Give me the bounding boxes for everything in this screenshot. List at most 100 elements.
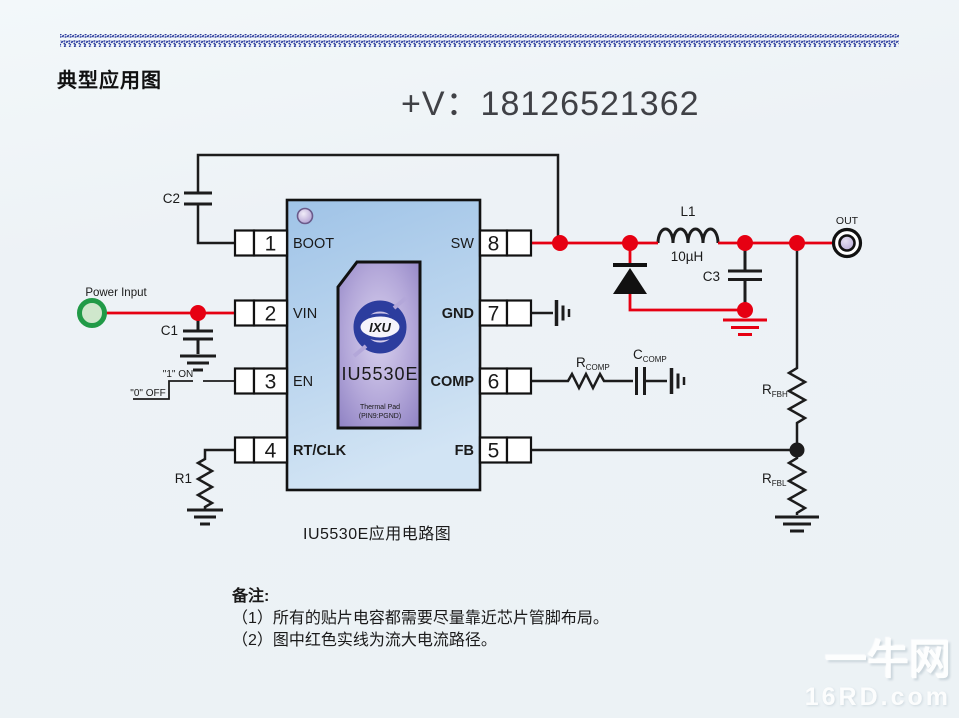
- thermal-pad-label2: (PIN9:PGND): [359, 413, 401, 420]
- brand-logo-icon: IXU: [352, 296, 408, 358]
- junction-dot: [737, 235, 753, 251]
- c3-ground-red-icon: [723, 318, 767, 336]
- logo-oval: [357, 313, 403, 341]
- pin7-outer-box: [505, 299, 533, 327]
- junction-dot: [552, 235, 568, 251]
- en-step-symbol: [133, 380, 235, 400]
- power-input-connector: Power Input: [77, 287, 147, 328]
- logo-swirl-gap: [352, 296, 408, 358]
- watermark-line2: 16RD.com: [804, 683, 951, 711]
- note-item-1: （1）所有的贴片电容都需要尽量靠近芯片管脚布局。: [232, 610, 609, 627]
- label-rfbl-sub: FBL: [772, 479, 787, 488]
- pin3-number-box: [252, 367, 289, 395]
- label-c3: C3: [703, 269, 720, 284]
- pin1-number-box: [252, 229, 289, 257]
- diode-triangle: [613, 268, 647, 294]
- pin4-outer-box: [233, 436, 256, 464]
- junction-dot: [737, 302, 753, 318]
- power-input-label: Power Input: [85, 287, 147, 299]
- chain-border: [60, 34, 899, 47]
- junction-dot: [789, 235, 805, 251]
- power-input-icon: [77, 298, 107, 328]
- pin-boxes: [233, 229, 533, 464]
- label-ccomp-sub: COMP: [643, 355, 667, 364]
- pin8-outer-box: [505, 229, 533, 257]
- pin2-outer-box: [233, 299, 256, 327]
- pin-label-rtclk: RT/CLK: [293, 443, 347, 459]
- notes-heading: 备注:: [232, 588, 270, 605]
- pin4-number-box: [252, 436, 289, 464]
- capacitor-ccomp: [635, 367, 646, 395]
- logo-text: IXU: [369, 320, 391, 335]
- capacitor-c1: [183, 313, 213, 354]
- note-item-2: （2）图中红色实线为流大电流路径。: [232, 632, 497, 649]
- pin6-number: 6: [488, 371, 500, 394]
- label-rfbl: RFBL: [762, 471, 787, 488]
- label-c2: C2: [163, 191, 180, 206]
- label-ccomp-base: C: [633, 347, 643, 362]
- pin-label-gnd: GND: [442, 306, 474, 322]
- pin-numbers: 1 2 3 4 8 7 6 5: [265, 233, 500, 463]
- label-l1-value: 10µH: [671, 249, 704, 264]
- label-rcomp: RCOMP: [576, 355, 610, 372]
- resistor-rfbl: [786, 450, 808, 515]
- label-en-on: "1" ON: [163, 369, 193, 380]
- chain-pattern: [60, 34, 899, 47]
- label-rcomp-sub: COMP: [586, 363, 610, 372]
- watermark-line1: 一牛网: [824, 636, 951, 683]
- out-label: OUT: [836, 215, 859, 227]
- pin3-outer-box: [233, 367, 256, 395]
- pin1-number: 1: [265, 233, 277, 256]
- pin-label-sw: SW: [451, 236, 475, 252]
- label-rfbl-base: R: [762, 471, 772, 486]
- pin-label-boot: BOOT: [293, 236, 334, 252]
- resistor-rfbh: [786, 251, 808, 450]
- junction-dot: [190, 305, 206, 321]
- pin1-indicator-icon: [296, 207, 314, 225]
- pin5-outer-box: [505, 436, 533, 464]
- label-rcomp-base: R: [576, 355, 586, 370]
- component-labels: C2 C1 C3 L1 10µH R1 "1" ON "0" OFF RCOMP…: [130, 191, 788, 488]
- page-title: 典型应用图: [57, 70, 162, 92]
- rfbl-ground-icon: [775, 515, 819, 533]
- label-rfbh-base: R: [762, 382, 772, 397]
- label-r1: R1: [175, 471, 192, 486]
- capacitor-c3: [728, 248, 762, 305]
- label-rfbh: RFBH: [762, 382, 788, 399]
- pin-label-fb: FB: [455, 443, 474, 459]
- pin4-number: 4: [265, 440, 277, 463]
- label-l1: L1: [680, 204, 695, 219]
- pin5-number: 5: [488, 440, 500, 463]
- label-ccomp: CCOMP: [633, 347, 667, 364]
- diode-icon: [613, 263, 647, 294]
- notes-block: 备注: （1）所有的贴片电容都需要尽量靠近芯片管脚布局。 （2）图中红色实线为流…: [232, 586, 609, 652]
- junction-dot-black: [789, 442, 805, 458]
- junction-dots-red: [190, 235, 805, 321]
- resistor-r1: [195, 448, 235, 509]
- chip-part-number: IU5530E: [341, 364, 418, 384]
- schematic-caption: IU5530E应用电路图: [303, 526, 452, 543]
- label-c1: C1: [161, 323, 178, 338]
- watermark: 一牛网 16RD.com: [805, 626, 951, 712]
- junction-dot: [622, 235, 638, 251]
- out-connector-inner: [838, 234, 856, 252]
- wire-boot-loop: [196, 153, 560, 245]
- capacitor-c2: [184, 191, 212, 206]
- pin1-outer-box: [233, 229, 256, 257]
- pin8-number: 8: [488, 233, 500, 256]
- black-wires: [133, 153, 819, 533]
- ic-iu5530e: IXU IU5530E Thermal Pad (PIN9:PGND): [285, 198, 482, 492]
- c1-ground-icon: [180, 354, 216, 372]
- pin-names: BOOT VIN EN RT/CLK SW GND COMP FB: [293, 236, 474, 459]
- contact-number: +V：18126521362: [401, 85, 700, 123]
- label-en-off: "0" OFF: [130, 388, 165, 399]
- label-rfbh-sub: FBH: [772, 390, 788, 399]
- inductor-l1: [656, 227, 720, 244]
- pin6-outer-box: [505, 367, 533, 395]
- pin-label-comp: COMP: [431, 374, 475, 390]
- pin2-number: 2: [265, 303, 277, 326]
- pin-label-vin: VIN: [293, 306, 317, 322]
- pin3-number: 3: [265, 371, 277, 394]
- thermal-pad-label1: Thermal Pad: [360, 404, 400, 411]
